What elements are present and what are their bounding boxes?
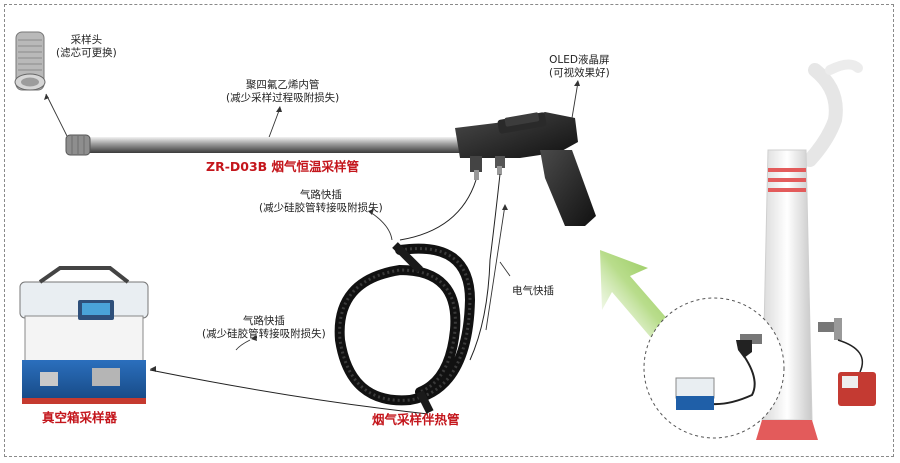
probe-handle-body [455,112,596,226]
probe-filter-head [14,31,46,91]
label-ptfe-tube-note: (减少采样过程吸附损失) [226,92,340,104]
label-gas-connector-top-title: 气路快插 [299,189,342,201]
label-gas-connector-bottom-title: 气路快插 [242,315,285,327]
heated-hose-coil [149,242,476,415]
label-ptfe-tube-title: 聚四氟乙烯内管 [245,79,320,91]
label-gas-connector-top: 气路快插 (减少硅胶管转接吸附损失) [259,189,383,215]
label-oled-screen: OLED液晶屏 (可视效果好) [549,54,610,80]
label-probe-head-note: (滤芯可更换) [56,47,117,59]
inset-zoom-circle [643,297,785,439]
signal-cables [399,173,501,361]
sampling-probe-rod [65,134,465,156]
connector-fittings [474,166,502,180]
leader-lines [45,81,579,351]
label-gas-connector-bottom-note: (减少硅胶管转接吸附损失) [202,328,326,340]
label-ptfe-tube: 聚四氟乙烯内管 (减少采样过程吸附损失) [226,79,339,105]
product-name-title: ZR-D03B 烟气恒温采样管 [206,159,360,174]
label-heated-hose: 烟气采样伴热管 [372,412,460,427]
label-electric-connector: 电气快插 [512,285,554,297]
leader-arrowheads [44,80,580,372]
label-probe-head-title: 采样头 [70,34,103,46]
label-gas-connector-bottom: 气路快插 (减少硅胶管转接吸附损失) [202,315,326,341]
label-oled-screen-title: OLED液晶屏 [549,54,610,66]
vacuum-box-sampler-device [19,266,149,404]
diagram-border [4,4,894,457]
label-probe-head: 采样头 (滤芯可更换) [56,34,117,60]
label-oled-screen-note: (可视效果好) [549,67,610,79]
label-gas-connector-top-note: (减少硅胶管转接吸附损失) [259,202,383,214]
label-vacuum-box-sampler: 真空箱采样器 [42,410,118,425]
